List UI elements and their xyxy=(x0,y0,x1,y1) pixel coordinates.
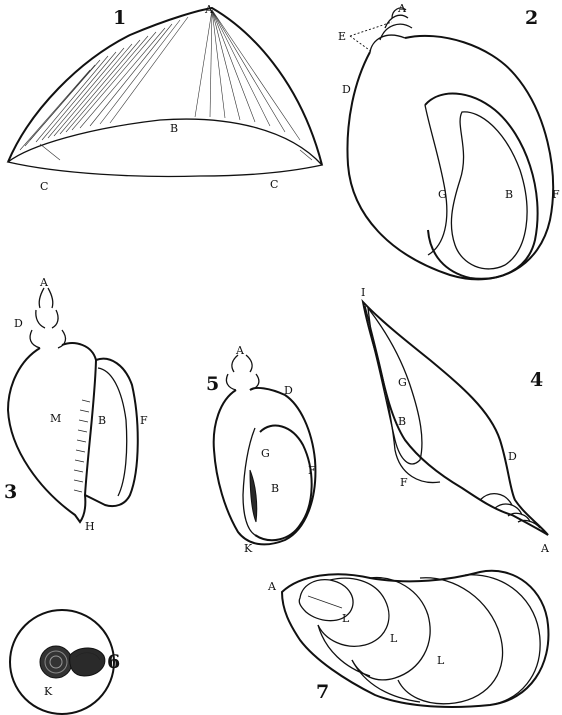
figure-3-label-h: H xyxy=(85,520,95,533)
figure-2-label-d: D xyxy=(342,83,351,96)
figure-3-label-a: A xyxy=(39,276,49,289)
figure-2-number: 2 xyxy=(525,7,538,29)
figure-2-label-a: A xyxy=(397,2,407,15)
shell-5-spire xyxy=(226,355,258,390)
shell-3-aperture xyxy=(98,368,127,496)
figure-5-label-g: G xyxy=(261,447,270,460)
figure-1-label-b: B xyxy=(170,122,178,135)
shell-6-aperture xyxy=(70,648,105,676)
shell-7-apex-line xyxy=(308,596,342,608)
figure-1-label-c-right: C xyxy=(270,178,278,191)
figure-6-number: 6 xyxy=(107,651,120,673)
figure-5-label-f: F xyxy=(308,464,316,477)
figure-7-label-l-3: L xyxy=(437,654,445,667)
snail-2-outer-lip xyxy=(425,94,538,279)
figure-4-label-g: G xyxy=(398,376,407,389)
shell-7-whorl-3 xyxy=(352,578,430,680)
figure-4-label-d: D xyxy=(508,450,517,463)
shell-5-canal xyxy=(250,470,257,522)
figure-7-label-a: A xyxy=(267,580,277,593)
figure-2-label-g: G xyxy=(438,188,447,201)
shell-3-body xyxy=(8,343,96,522)
figure-5-label-a: A xyxy=(235,344,245,357)
figure-1-label-a: A xyxy=(204,3,214,16)
figure-3-label-f: F xyxy=(140,414,148,427)
shell-5-body xyxy=(214,388,316,544)
shell-3-spire xyxy=(30,288,65,348)
figure-3-cone-shell: 3 A D M B F H xyxy=(4,276,148,533)
figure-3-label-m: M xyxy=(50,412,61,425)
figure-7-label-l-1: L xyxy=(342,612,350,625)
figure-4-number: 4 xyxy=(530,369,543,391)
figure-4-label-f: F xyxy=(400,476,408,489)
figure-5-number: 5 xyxy=(206,373,219,395)
figure-5-whelk: 5 A D G F B K xyxy=(206,344,316,555)
figure-4-spindle-shell: 4 I G B F D A xyxy=(361,286,550,555)
figure-1-label-c-left: C xyxy=(40,180,48,193)
figure-1-number: 1 xyxy=(113,7,126,29)
figure-7-number: 7 xyxy=(316,681,329,703)
figure-2-label-e: E xyxy=(338,30,346,43)
shell-7-whorl-2 xyxy=(318,578,389,646)
shell-6-spiral xyxy=(40,646,72,678)
figure-3-label-b: B xyxy=(98,414,106,427)
shell-7-whorl-4 xyxy=(398,578,503,704)
shell-4-spire-whorls xyxy=(480,494,540,528)
shell-3-folds xyxy=(74,400,90,492)
figure-6-operculum: 6 K xyxy=(10,610,120,714)
figure-2-label-f: F xyxy=(552,188,560,201)
figure-5-label-b: B xyxy=(271,482,279,495)
figure-4-label-i: I xyxy=(361,286,365,299)
figure-4-label-a: A xyxy=(540,542,550,555)
figure-3-label-d: D xyxy=(14,317,23,330)
figure-7-label-l-2: L xyxy=(390,632,398,645)
figure-5-label-k: K xyxy=(244,542,253,555)
limpet-aperture-rim xyxy=(8,119,322,176)
figure-2-snail: 2 A E D G B F xyxy=(338,2,560,279)
figure-7-turret-shell: 7 A L L L xyxy=(267,571,548,707)
figure-1-limpet: 1 A B C C xyxy=(8,3,322,193)
shell-4-outer-lip xyxy=(365,306,440,483)
shell-3-outer-lip xyxy=(85,359,138,506)
figure-5-label-d: D xyxy=(284,384,293,397)
figure-3-number: 3 xyxy=(4,481,17,503)
limpet-shading xyxy=(20,10,312,160)
figure-6-label-k: K xyxy=(44,685,53,698)
figure-4-label-b: B xyxy=(398,415,406,428)
figure-2-label-b: B xyxy=(505,188,513,201)
